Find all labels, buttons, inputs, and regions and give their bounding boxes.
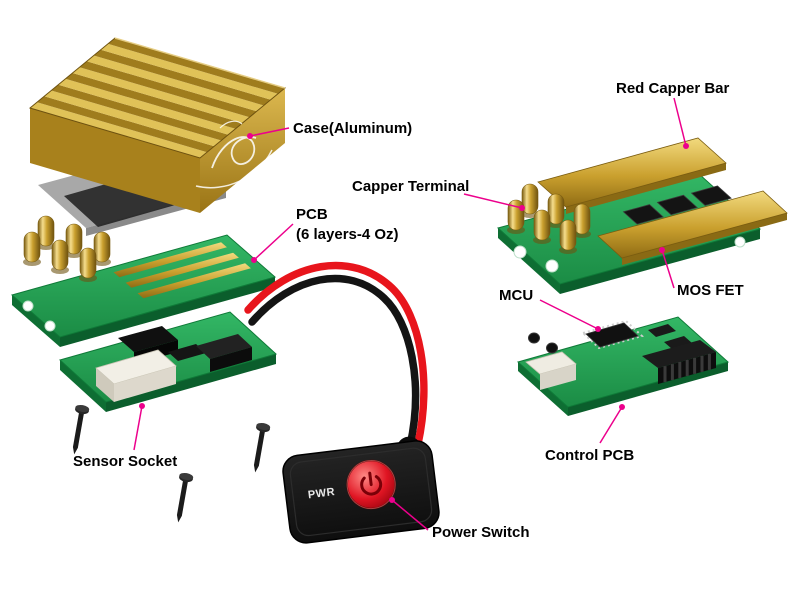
mounting-hole [513, 245, 527, 259]
mos-fet-chip [656, 194, 698, 216]
capacitor [546, 342, 558, 354]
fet-pcb [496, 137, 788, 294]
copper-traces [113, 242, 251, 299]
sensor-socket [95, 349, 177, 402]
wire-black [248, 274, 420, 450]
leader-power-switch [389, 497, 429, 531]
mounting-hole [734, 236, 746, 248]
control-pcb [516, 316, 730, 416]
power-pcb [10, 215, 277, 347]
label-control-pcb: Control PCB [545, 447, 635, 464]
mounting-hole [545, 259, 559, 273]
mcu-chip [585, 322, 639, 348]
white-connector [525, 351, 577, 390]
engraved-signature [195, 120, 273, 189]
leader-sensor-socket [133, 403, 145, 451]
leader-capper-terminal [463, 193, 525, 211]
label-pcb-line2: (6 layers-4 Oz) [296, 226, 399, 243]
leader-mcu [539, 299, 601, 332]
black-connector [196, 334, 252, 372]
label-capper-terminal: Capper Terminal [352, 178, 470, 195]
capacitor [528, 332, 540, 344]
label-pcb: PCB (6 layers-4 Oz) [296, 205, 399, 245]
screw [253, 422, 271, 473]
label-pcb-line1: PCB [296, 206, 328, 223]
label-case: Case(Aluminum) [293, 120, 413, 137]
pwr-text: PWR [307, 486, 335, 501]
mos-fet-chip [690, 185, 732, 206]
label-red-capper-bar: Red Capper Bar [616, 80, 730, 97]
sensor-pcb [58, 311, 278, 412]
screws [72, 404, 271, 523]
mcu-pins [581, 319, 644, 350]
mounting-hole [44, 320, 56, 332]
label-power-switch: Power Switch [432, 524, 530, 541]
smd-ic [648, 324, 676, 337]
smd-ic [664, 336, 692, 349]
screw [72, 404, 90, 455]
leader-control-pcb [599, 404, 625, 444]
heatsink-case [28, 37, 287, 213]
leader-lines [133, 97, 689, 531]
mos-fet-chip [622, 204, 664, 225]
leader-red-capper-bar [673, 97, 689, 149]
capper-terminals [507, 183, 591, 254]
leader-pcb [251, 223, 294, 263]
power-switch: PWR [282, 436, 440, 544]
screw [176, 472, 194, 523]
power-wires [244, 261, 428, 450]
wire-red [244, 261, 428, 448]
power-icon [360, 471, 383, 496]
label-mos-fet: MOS FET [677, 282, 744, 299]
label-mcu: MCU [499, 287, 534, 304]
gold-power-terminals [23, 215, 111, 282]
leader-mos-fet [659, 247, 675, 289]
pin-header-connector [642, 340, 716, 384]
label-sensor-socket: Sensor Socket [73, 453, 178, 470]
mounting-hole [22, 300, 34, 312]
leader-case [247, 127, 290, 139]
